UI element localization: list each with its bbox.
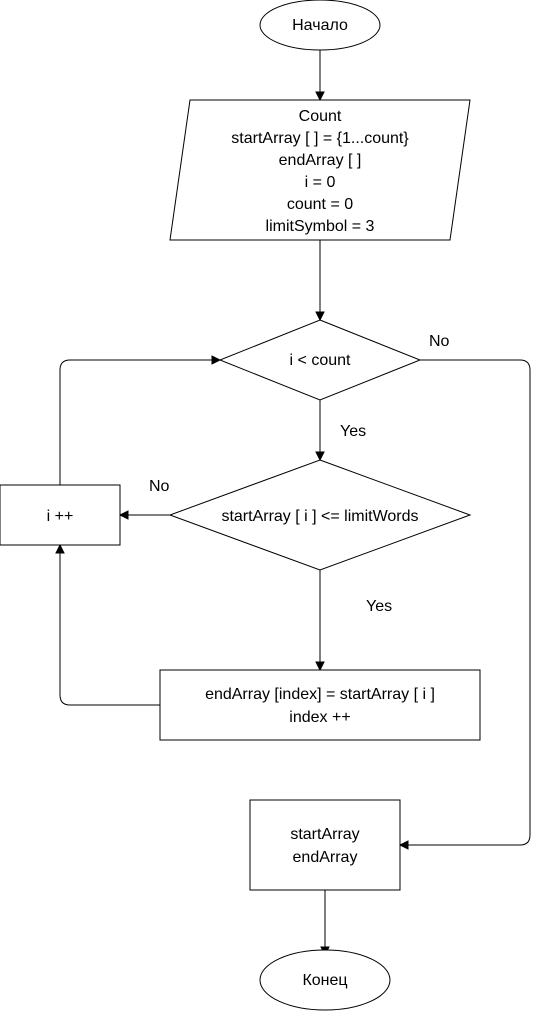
arrowhead-increment-to-loop xyxy=(211,355,222,365)
output-box xyxy=(249,799,401,891)
input-line-4: i = 0 xyxy=(305,174,336,191)
start-node: Начало xyxy=(259,0,381,51)
assign-node: endArray [index] = startArray [ i ] inde… xyxy=(159,669,481,741)
input-line-3: endArray [ ] xyxy=(279,152,362,169)
start-terminator xyxy=(259,0,381,51)
output-line-2: endArray xyxy=(293,849,358,866)
arrowhead-limit-no-to-increment xyxy=(118,510,129,520)
edge-labels: No Yes No Yes xyxy=(149,333,450,615)
end-terminator xyxy=(259,949,391,1011)
arrowhead-assign-to-increment xyxy=(55,543,65,554)
arrowhead-limit-yes-to-assign xyxy=(315,661,325,672)
arrowhead-loop-yes-to-limit xyxy=(315,451,325,462)
input-parallelogram xyxy=(169,99,471,241)
loop-condition-node: i < count xyxy=(218,319,422,401)
end-node: Конец xyxy=(259,949,391,1011)
increment-node: i ++ xyxy=(0,484,121,546)
assign-line-1: endArray [index] = startArray [ i ] xyxy=(205,686,435,703)
increment-box xyxy=(0,484,121,546)
end-label: Конец xyxy=(302,972,347,989)
edge-increment-to-loop xyxy=(59,359,212,485)
loop-no-label: No xyxy=(429,333,450,350)
limit-condition-diamond xyxy=(168,459,472,571)
input-line-5: count = 0 xyxy=(287,196,353,213)
arrowhead-loop-no-to-output xyxy=(398,840,409,850)
edges xyxy=(55,50,531,957)
output-line-1: startArray xyxy=(290,826,359,843)
loop-condition-label: i < count xyxy=(290,352,351,369)
arrowhead-start-to-input xyxy=(315,91,325,102)
edge-assign-to-increment xyxy=(59,553,160,706)
limit-no-label: No xyxy=(149,478,170,495)
assign-box xyxy=(159,669,481,741)
edge-loop-no-to-output xyxy=(408,359,531,846)
input-line-6: limitSymbol = 3 xyxy=(266,218,375,235)
limit-condition-node: startArray [ i ] <= limitWords xyxy=(168,459,472,571)
loop-yes-label: Yes xyxy=(340,423,366,440)
output-node: startArray endArray xyxy=(249,799,401,891)
loop-condition-diamond xyxy=(218,319,422,401)
increment-label: i ++ xyxy=(47,508,74,525)
assign-line-2: index ++ xyxy=(289,709,350,726)
input-node: Count startArray [ ] = {1...count} endAr… xyxy=(169,99,471,241)
limit-condition-label: startArray [ i ] <= limitWords xyxy=(221,508,418,525)
start-label: Начало xyxy=(292,17,348,34)
arrowhead-input-to-loop-condition xyxy=(315,311,325,322)
input-line-2: startArray [ ] = {1...count} xyxy=(231,130,409,147)
limit-yes-label: Yes xyxy=(366,598,392,615)
input-line-1: Count xyxy=(299,108,342,125)
